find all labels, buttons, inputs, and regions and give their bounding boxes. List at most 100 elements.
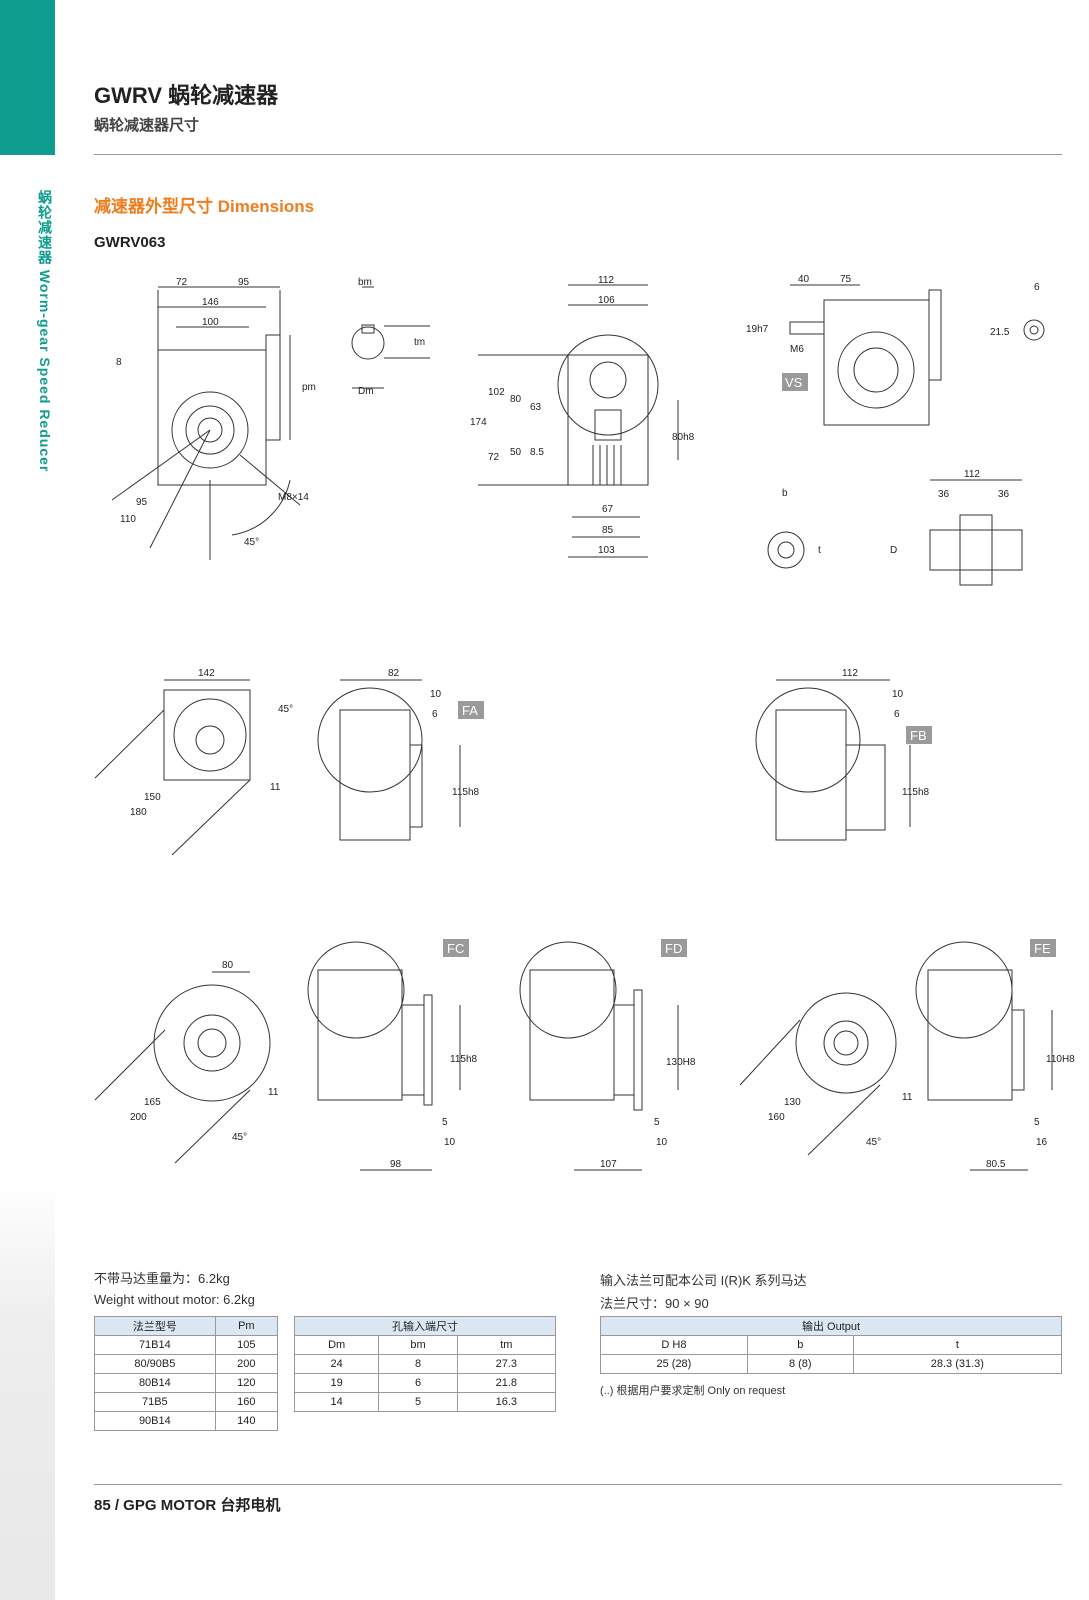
drawing-fa-plan bbox=[94, 679, 251, 856]
dim-label: 180 bbox=[130, 807, 147, 818]
dim-label: 80h8 bbox=[672, 432, 695, 443]
dim-label: 10 bbox=[656, 1137, 668, 1148]
dim-label: M8×14 bbox=[278, 492, 309, 503]
dim-label: 115h8 bbox=[450, 1054, 478, 1065]
table-header: tm bbox=[456, 1335, 557, 1355]
drawing-fb-side bbox=[755, 679, 911, 841]
table-header: t bbox=[852, 1335, 1063, 1355]
dim-label: 40 bbox=[798, 274, 810, 285]
technical-drawings: 72 95 146 100 8 pm M8×14 95 110 45° bm t… bbox=[94, 274, 1075, 1171]
dim-label: 112 bbox=[598, 275, 614, 286]
side-tab bbox=[0, 0, 55, 155]
dim-label: 8 bbox=[116, 357, 122, 368]
dim-label: 45° bbox=[244, 537, 259, 548]
dim-label: 72 bbox=[176, 277, 188, 288]
dim-label: 200 bbox=[130, 1112, 147, 1123]
drawing-fa-side bbox=[317, 679, 461, 841]
dim-label: 82 bbox=[388, 668, 400, 679]
dim-label: b bbox=[782, 488, 788, 499]
dim-label: 106 bbox=[598, 295, 615, 306]
drawing-fe-plan bbox=[739, 992, 897, 1156]
dim-label: 36 bbox=[938, 489, 950, 500]
page-subtitle: 蜗轮减速器尺寸 bbox=[94, 117, 200, 134]
dim-label: 112 bbox=[964, 469, 980, 480]
drawing-side-view bbox=[478, 284, 679, 558]
dim-label: M6 bbox=[790, 344, 804, 355]
section-title: 减速器外型尺寸 Dimensions bbox=[94, 197, 315, 216]
dim-label: 5 bbox=[1034, 1117, 1040, 1128]
tag-fa: FA bbox=[462, 703, 478, 718]
dim-label: 67 bbox=[602, 504, 614, 515]
dim-label: 10 bbox=[892, 689, 904, 700]
dim-label: Dm bbox=[358, 386, 374, 397]
dim-label: 80.5 bbox=[986, 1159, 1006, 1170]
table-header: D H8 bbox=[600, 1335, 748, 1355]
dim-label: 8.5 bbox=[530, 447, 544, 458]
dim-label: 50 bbox=[510, 447, 522, 458]
dim-label: 10 bbox=[430, 689, 442, 700]
dim-label: pm bbox=[302, 382, 316, 393]
table-header: bm bbox=[378, 1335, 458, 1355]
dim-label: 115h8 bbox=[452, 787, 480, 798]
dim-label: 107 bbox=[600, 1159, 617, 1170]
drawing-fe-side bbox=[915, 941, 1053, 1171]
dim-label: 11 bbox=[270, 782, 281, 793]
dim-label: 115h8 bbox=[902, 787, 930, 798]
dim-label: 75 bbox=[840, 274, 852, 285]
dim-label: 110H8 bbox=[1046, 1054, 1075, 1065]
dim-label: 95 bbox=[238, 277, 250, 288]
drawing-vs-view bbox=[789, 284, 1045, 426]
dim-label: 5 bbox=[654, 1117, 660, 1128]
dim-label: 103 bbox=[598, 545, 615, 556]
table-header: 法兰型号 bbox=[94, 1316, 216, 1336]
flange-note-cn: 输入法兰可配本公司 I(R)K 系列马达 bbox=[600, 1273, 807, 1288]
dim-label: 6 bbox=[1034, 282, 1040, 293]
table-title: 输出 Output bbox=[600, 1316, 1062, 1336]
dim-label: 80 bbox=[510, 394, 522, 405]
table-title: 孔输入端尺寸 bbox=[294, 1316, 556, 1336]
dim-label: 110 bbox=[120, 514, 136, 525]
table-header: b bbox=[746, 1335, 854, 1355]
dim-label: 95 bbox=[136, 497, 148, 508]
dim-label: 150 bbox=[144, 792, 161, 803]
side-label: 蜗轮减速器 Worm-gear Speed Reducer bbox=[37, 190, 53, 473]
dim-label: 100 bbox=[202, 317, 219, 328]
table-header: Dm bbox=[293, 1335, 380, 1355]
footer-text: 85 / GPG MOTOR 台邦电机 bbox=[94, 1497, 281, 1514]
page-title: GWRV 蜗轮减速器 bbox=[94, 83, 279, 108]
drawing-output-shaft bbox=[767, 479, 1023, 586]
tag-fc: FC bbox=[447, 941, 464, 956]
dim-label: 45° bbox=[866, 1137, 881, 1148]
dim-label: 11 bbox=[902, 1092, 913, 1103]
tag-fd: FD bbox=[665, 941, 682, 956]
tag-vs: VS bbox=[785, 375, 803, 390]
dim-label: 80 bbox=[222, 960, 234, 971]
drawing-front-view bbox=[111, 286, 301, 560]
dim-label: 45° bbox=[232, 1132, 247, 1143]
dim-label: 36 bbox=[998, 489, 1010, 500]
drawing-keyway bbox=[351, 286, 430, 389]
table-row: 25 (28)8 (8)28.3 (31.3) bbox=[600, 1354, 1063, 1374]
sidebar: 蜗轮减速器 Worm-gear Speed Reducer bbox=[0, 0, 55, 1600]
dim-label: 11 bbox=[268, 1087, 279, 1098]
drawing-fc-plan bbox=[94, 971, 271, 1164]
dim-label: 146 bbox=[202, 297, 219, 308]
dim-label: bm bbox=[358, 277, 372, 288]
dim-label: 165 bbox=[144, 1097, 161, 1108]
model-name: GWRV063 bbox=[94, 234, 166, 251]
dim-label: 160 bbox=[768, 1112, 785, 1123]
dim-label: t bbox=[818, 545, 821, 556]
dim-label: D bbox=[890, 545, 897, 556]
dim-label: 72 bbox=[488, 452, 500, 463]
footer-divider bbox=[94, 1484, 1062, 1485]
dim-label: 16 bbox=[1036, 1137, 1048, 1148]
